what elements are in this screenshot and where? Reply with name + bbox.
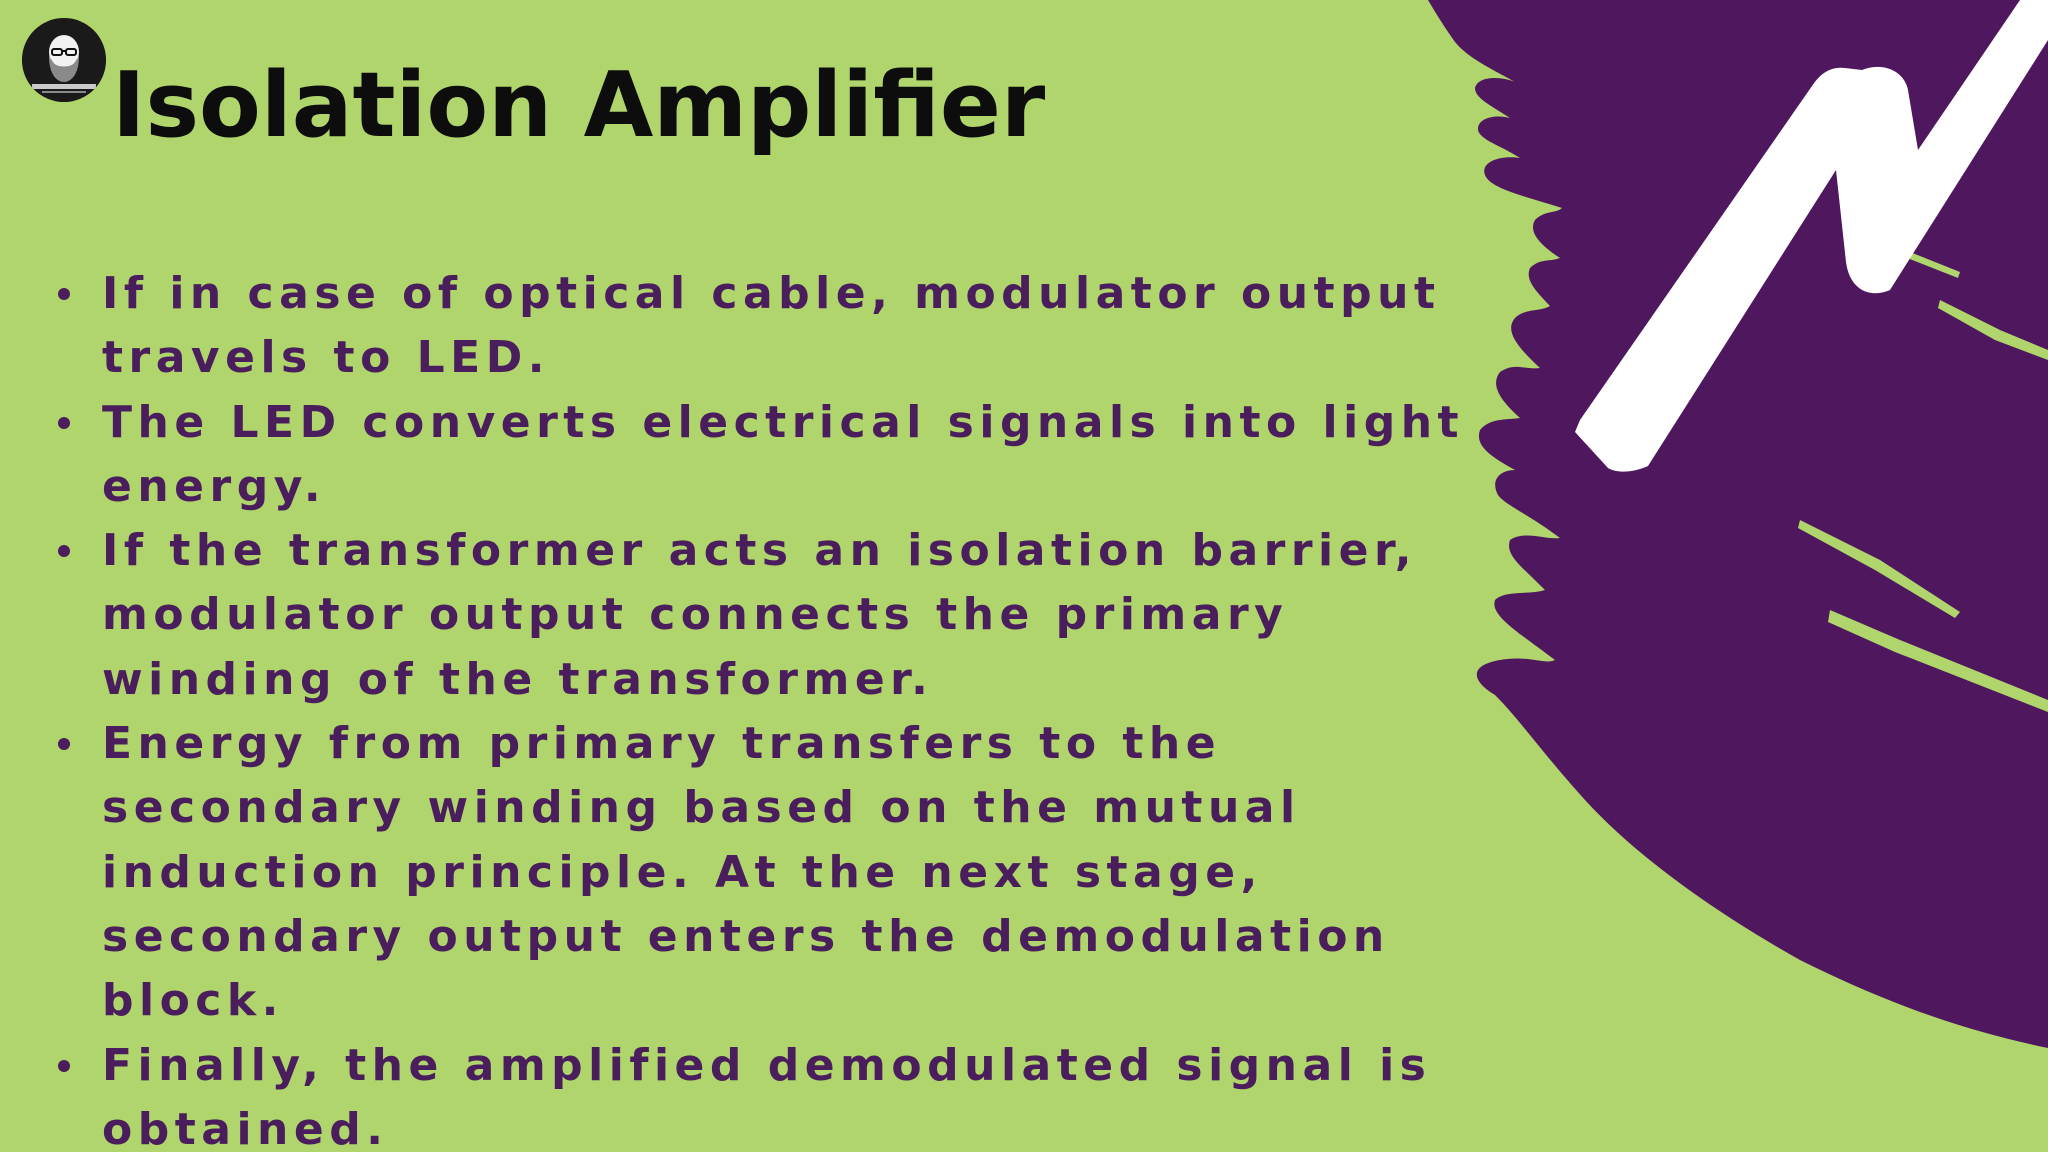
bullet-item: If in case of optical cable, modulator o… bbox=[58, 262, 1500, 391]
bearded-man-with-glasses-icon bbox=[22, 18, 106, 102]
channel-logo bbox=[22, 18, 106, 102]
green-sliver-4 bbox=[1902, 250, 1960, 278]
green-sliver-3 bbox=[1938, 300, 2048, 360]
bullet-text: If the transformer acts an isolation bar… bbox=[102, 525, 1417, 705]
slide-title: Isolation Amplifier bbox=[112, 53, 1046, 158]
bullet-text: If in case of optical cable, modulator o… bbox=[102, 268, 1441, 384]
bullet-dot-icon bbox=[58, 545, 70, 558]
bullet-item: Energy from primary transfers to the sec… bbox=[58, 712, 1500, 1033]
white-zigzag-stroke bbox=[1575, 0, 2048, 472]
bullet-item: Finally, the amplified demodulated signa… bbox=[58, 1034, 1500, 1152]
green-sliver-2 bbox=[1798, 520, 1960, 618]
bullet-dot-icon bbox=[58, 288, 70, 300]
bullet-text: Finally, the amplified demodulated signa… bbox=[102, 1039, 1432, 1152]
bullet-text: Energy from primary transfers to the sec… bbox=[102, 718, 1390, 1027]
bullet-item: The LED converts electrical signals into… bbox=[58, 391, 1500, 520]
bullet-dot-icon bbox=[58, 738, 70, 751]
bullet-dot-icon bbox=[58, 416, 70, 429]
green-sliver-1 bbox=[1828, 610, 2048, 712]
bullet-dot-icon bbox=[58, 1059, 70, 1072]
bullet-list: If in case of optical cable, modulator o… bbox=[58, 262, 1500, 1152]
bullet-text: The LED converts electrical signals into… bbox=[102, 396, 1465, 512]
bullet-item: If the transformer acts an isolation bar… bbox=[58, 519, 1500, 712]
